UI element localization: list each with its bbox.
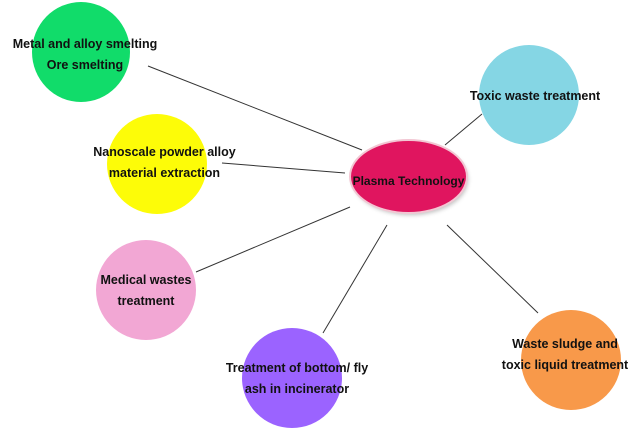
connector-sludge: [446, 224, 539, 314]
node-nano-line-2: material extraction: [108, 166, 221, 180]
node-medical-label: Medical wastes treatment: [86, 270, 206, 312]
node-metal-circle: [32, 2, 130, 102]
node-toxic-label: Toxic waste treatment: [455, 86, 615, 107]
node-nano-label: Nanoscale powder alloy material extracti…: [82, 142, 247, 184]
connector-nano: [221, 162, 346, 174]
node-toxic-line-1: Toxic waste treatment: [469, 89, 601, 103]
node-medical-line-1: Medical wastes: [100, 273, 192, 287]
node-sludge-line-1: Waste sludge and: [512, 337, 618, 351]
node-bottom-ash-line-2: ash in incinerator: [244, 382, 350, 396]
center-node-plasma: [351, 141, 466, 212]
node-nano-circle: [107, 114, 207, 214]
node-metal-label: Metal and alloy smelting Ore smelting: [5, 34, 165, 76]
node-sludge-line-2: toxic liquid treatment: [501, 358, 629, 372]
node-bottom-ash-line-1: Treatment of bottom/ fly: [225, 361, 369, 375]
node-nano-line-1: Nanoscale powder alloy: [93, 145, 236, 159]
center-node-label: Plasma Technology: [352, 174, 465, 188]
connector-medical: [195, 206, 351, 273]
node-bottom-ash-label: Treatment of bottom/ fly ash in incinera…: [212, 358, 382, 400]
node-sludge-label: Waste sludge and toxic liquid treatment: [490, 334, 640, 376]
connector-toxic: [444, 113, 483, 146]
node-bottom-ash-circle: [242, 328, 342, 428]
node-toxic-circle: [479, 45, 579, 145]
node-metal-line-2: Ore smelting: [46, 58, 124, 72]
node-medical-line-2: treatment: [117, 294, 175, 308]
connector-metal: [147, 65, 363, 151]
node-metal-line-1: Metal and alloy smelting: [12, 37, 158, 51]
node-sludge-circle: [521, 310, 621, 410]
node-medical-circle: [96, 240, 196, 340]
connector-bottom-ash: [322, 224, 388, 334]
